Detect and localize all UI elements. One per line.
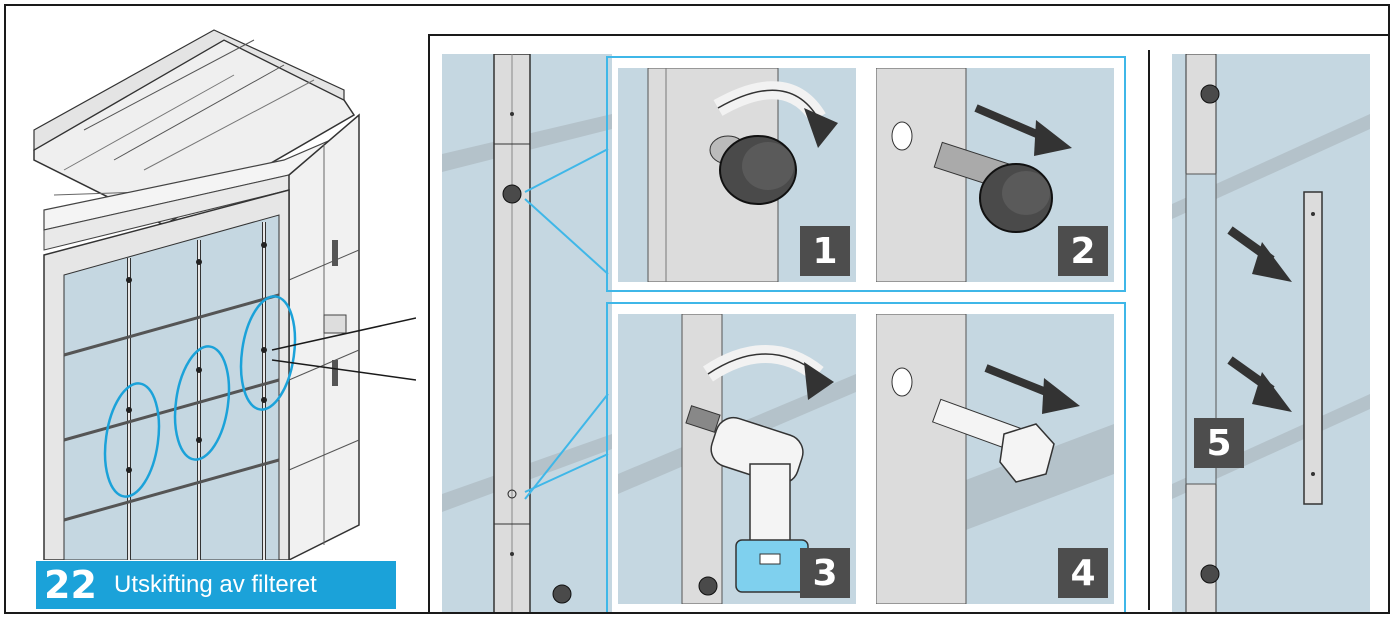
step-1-badge: 1: [800, 226, 850, 276]
panel-divider: [1148, 50, 1150, 610]
callout-lines: [520, 54, 620, 504]
step-5-illustration: [1172, 54, 1370, 614]
detail-panel: 1 2 3: [428, 34, 1390, 614]
air-handling-unit-illustration: [24, 20, 416, 560]
step-banner: 22 Utskifting av filteret: [36, 561, 396, 609]
step-number: 22: [44, 563, 114, 607]
step-2-badge: 2: [1058, 226, 1108, 276]
step-title: Utskifting av filteret: [114, 571, 317, 599]
step-5-badge: 5: [1194, 418, 1244, 468]
manual-page: 22 Utskifting av filteret: [4, 4, 1390, 614]
step-3-badge: 3: [800, 548, 850, 598]
step-4-badge: 4: [1058, 548, 1108, 598]
